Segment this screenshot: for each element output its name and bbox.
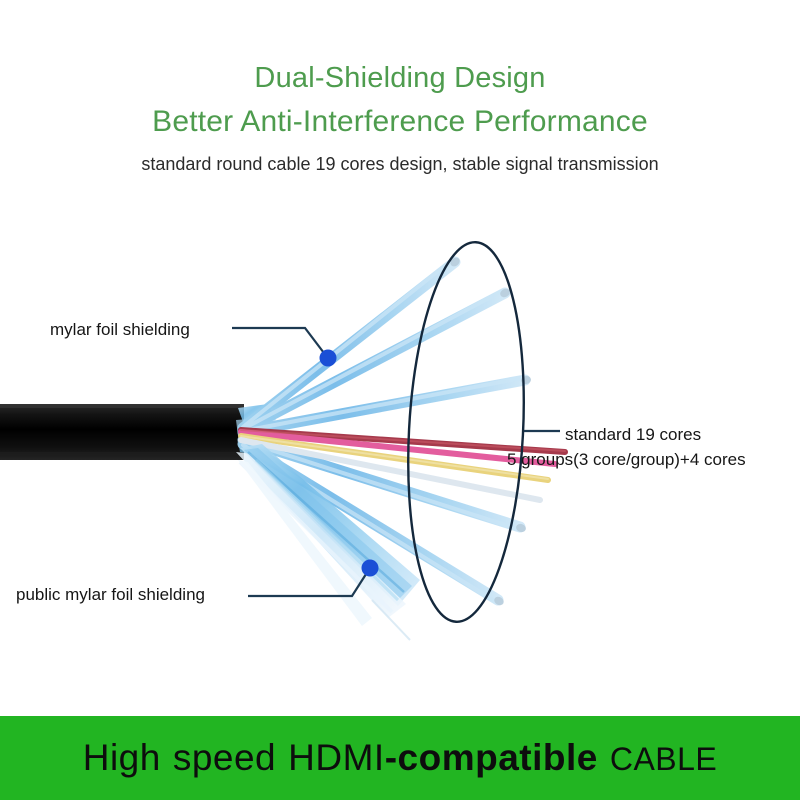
leader-public-mylar-foil [248, 559, 379, 598]
banner-word-speed: speed [172, 737, 277, 778]
callout-core-groups: 5 groups(3 core/group)+4 cores [507, 450, 746, 469]
highlight-ellipse [407, 241, 525, 623]
leader-mylar-foil [232, 326, 337, 367]
core-wires [238, 427, 568, 503]
banner-text: High speed HDMI-compatible CABLE [83, 737, 718, 779]
banner-word-compatible: -compatible [384, 737, 598, 778]
cable-jacket [0, 404, 244, 460]
headline-primary: Dual-Shielding Design [254, 62, 546, 94]
banner-word-hdmi: HDMI [288, 737, 385, 778]
headline-secondary: Better Anti-Interference Performance [152, 105, 648, 138]
subtitle-text: standard round cable 19 cores design, st… [141, 154, 659, 174]
banner-word-cable: CABLE [609, 741, 718, 777]
callout-mylar-foil-shielding: mylar foil shielding [50, 320, 190, 339]
bottom-banner: High speed HDMI-compatible CABLE [0, 716, 800, 800]
callout-standard-19-cores: standard 19 cores [565, 425, 702, 444]
callout-public-mylar-foil-shielding: public mylar foil shielding [16, 585, 205, 604]
banner-word-high: High [82, 737, 161, 778]
